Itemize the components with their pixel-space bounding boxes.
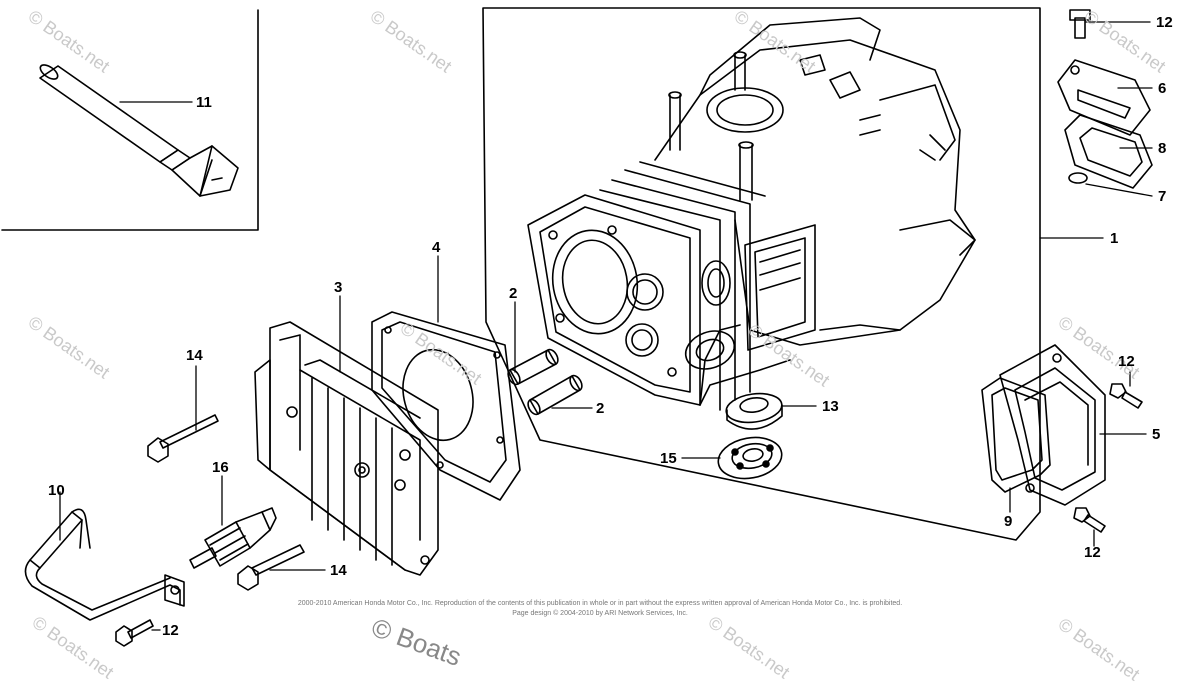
callout-16: 16 xyxy=(212,459,229,476)
part-6-insulator xyxy=(1057,59,1151,136)
crankcase-frame xyxy=(482,7,1041,541)
callout-4: 4 xyxy=(432,239,441,256)
part-5-cover xyxy=(999,344,1106,506)
callout-12-bottom-left: 12 xyxy=(162,622,179,639)
leader-lines xyxy=(59,21,1153,631)
part-8-gasket xyxy=(1064,114,1153,189)
callout-8: 8 xyxy=(1158,140,1167,157)
part-12-bolt-right-lower xyxy=(1073,507,1106,533)
parts-diagram xyxy=(1,7,1153,647)
part-9-gasket xyxy=(981,377,1051,493)
part-4-head-gasket xyxy=(371,311,521,501)
callout-2-lower: 2 xyxy=(596,400,605,417)
part-14-bolt-lower xyxy=(237,544,305,591)
part-16-spark-plug xyxy=(189,507,277,569)
callout-12-right-lower: 12 xyxy=(1084,544,1101,561)
callout-13: 13 xyxy=(822,398,839,415)
callout-15: 15 xyxy=(660,450,677,467)
part-1-cylinder-block xyxy=(527,17,976,411)
part-15-bearing xyxy=(717,436,783,480)
callout-10: 10 xyxy=(48,482,65,499)
part-13-oil-seal xyxy=(725,392,783,430)
inset-box-tool xyxy=(1,9,259,231)
callout-12: 12 xyxy=(1156,14,1173,31)
callout-6: 6 xyxy=(1158,80,1167,97)
callout-14-upper: 14 xyxy=(186,347,203,364)
copyright-line-1: 2000-2010 American Honda Motor Co., Inc.… xyxy=(297,600,903,607)
part-12-bolt-bottom-left xyxy=(115,619,154,647)
callout-9: 9 xyxy=(1004,513,1013,530)
part-10-breather-pipe xyxy=(24,508,185,621)
callout-14-lower: 14 xyxy=(330,562,347,579)
callout-5: 5 xyxy=(1152,426,1161,443)
part-12-bolt-top-right xyxy=(1069,9,1091,39)
part-2-dowel-lower xyxy=(527,374,583,416)
part-14-bolt-upper xyxy=(147,414,219,463)
callout-11: 11 xyxy=(196,94,212,111)
part-12-bolt-right-upper xyxy=(1109,383,1143,409)
callout-2-upper: 2 xyxy=(509,285,518,302)
part-3-cylinder-head xyxy=(254,321,439,576)
part-7-o-ring xyxy=(1068,172,1088,184)
callout-1: 1 xyxy=(1110,230,1119,247)
callout-3: 3 xyxy=(334,279,343,296)
part-11-tool xyxy=(39,64,239,197)
callout-12-right-upper: 12 xyxy=(1118,353,1135,370)
callout-7: 7 xyxy=(1158,188,1167,205)
part-2-dowel-upper xyxy=(507,348,559,386)
copyright-line-2: Page design © 2004-2010 by ARI Network S… xyxy=(512,610,688,617)
